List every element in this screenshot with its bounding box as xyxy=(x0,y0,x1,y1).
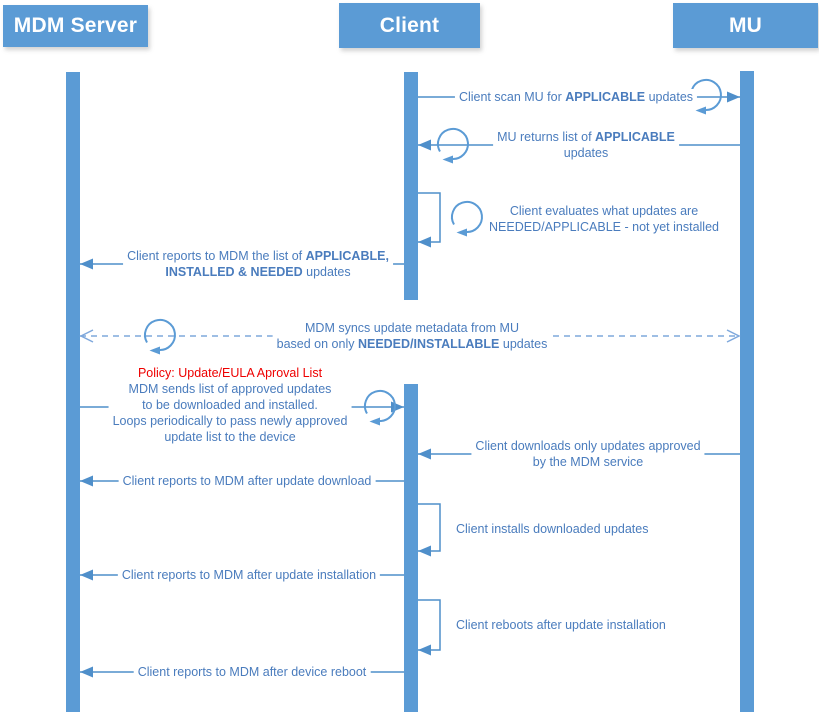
actor-mdm-server: MDM Server xyxy=(3,5,148,47)
message-label-8: Client reports to MDM after update downl… xyxy=(118,473,376,489)
loop-icon xyxy=(363,389,396,427)
message-label-11: Client reboots after update installation xyxy=(456,618,666,632)
loop-icon xyxy=(436,127,469,165)
message-label-10: Client reports to MDM after update insta… xyxy=(117,567,381,583)
lifeline-mdm-server xyxy=(66,72,80,712)
self-message-bracket-3 xyxy=(418,192,441,248)
open-arrowhead-left-icon xyxy=(79,329,94,343)
message-label-1: Client scan MU for APPLICABLE updates xyxy=(454,89,698,105)
actor-client: Client xyxy=(339,3,480,48)
lifeline-client-segment-1 xyxy=(404,72,418,300)
lifeline-client-segment-2 xyxy=(404,384,418,712)
message-label-4: Client reports to MDM the list of APPLIC… xyxy=(123,248,393,280)
message-label-12: Client reports to MDM after device reboo… xyxy=(133,664,371,680)
self-message-bracket-11 xyxy=(418,599,441,656)
message-label-9: Client installs downloaded updates xyxy=(456,522,649,536)
actor-mu: MU xyxy=(673,3,818,48)
loop-icon xyxy=(143,318,176,356)
self-message-bracket-9 xyxy=(418,503,441,557)
open-arrowhead-right-icon xyxy=(726,329,741,343)
lifeline-mu xyxy=(740,71,754,712)
loop-icon xyxy=(450,200,483,238)
